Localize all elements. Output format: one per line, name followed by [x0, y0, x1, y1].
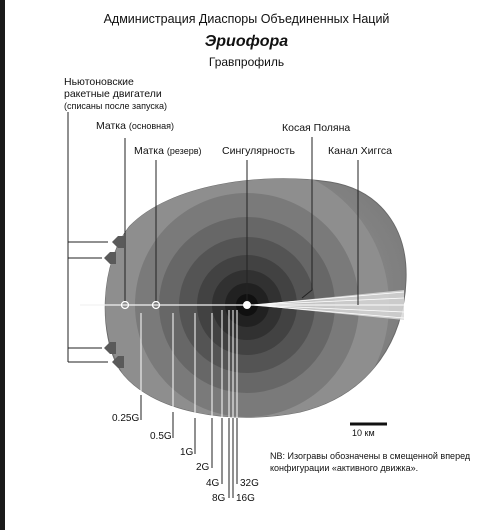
engines-label-line1: Ньютоновские [64, 76, 134, 88]
skew-meadow-leader [301, 137, 313, 299]
diagram-subtitle: Гравпрофиль [208, 55, 285, 69]
isograv-label-1g: 1G [180, 447, 194, 458]
singularity-marker [243, 301, 251, 309]
rocket-engine-icon [104, 342, 116, 354]
womb-reserve-paren: (резерв) [166, 146, 202, 156]
skew-meadow-label: Косая Поляна [282, 122, 351, 134]
footnote: NB: Изогравы обозначены в смещенной впер… [270, 451, 471, 473]
womb-main-text: Матка [96, 120, 126, 132]
singularity-label: Сингулярность [222, 145, 295, 157]
womb-reserve-text: Матка [134, 145, 164, 157]
higgs-channel-label: Канал Хиггса [328, 145, 393, 157]
engines-bracket [67, 112, 108, 363]
rocket-engine-icon [104, 252, 116, 264]
womb-main-paren: (основная) [128, 121, 174, 131]
isograv-leaders [140, 310, 238, 498]
rocket-engine-icons [104, 236, 124, 368]
isograv-label-0.5g: 0.5G [150, 431, 172, 442]
isograv-label-2g: 2G [196, 462, 210, 473]
isograv-label-32g: 32G [240, 478, 259, 489]
isograv-label-16g: 16G [236, 493, 255, 504]
agency-title: Администрация Диаспоры Объединенных Наци… [103, 12, 390, 26]
isograv-label-4g: 4G [206, 478, 220, 489]
ship-name: Эриофора [204, 33, 289, 50]
womb-main-marker [120, 300, 130, 310]
womb-main-label: Матка (основная) [96, 120, 174, 132]
womb-reserve-marker [151, 300, 161, 310]
engines-label-line3: (списаны после запуска) [64, 101, 168, 111]
isograv-label-0.25g: 0.25G [112, 413, 140, 424]
womb-reserve-label: Матка (резерв) [134, 145, 202, 157]
page-edge [0, 0, 5, 530]
isograv-label-8g: 8G [212, 493, 226, 504]
rocket-engine-icon [112, 236, 124, 248]
scale-bar-label: 10 км [352, 428, 375, 438]
rocket-engine-icon [112, 356, 124, 368]
engines-label-line2: ракетные двигатели [64, 88, 162, 100]
